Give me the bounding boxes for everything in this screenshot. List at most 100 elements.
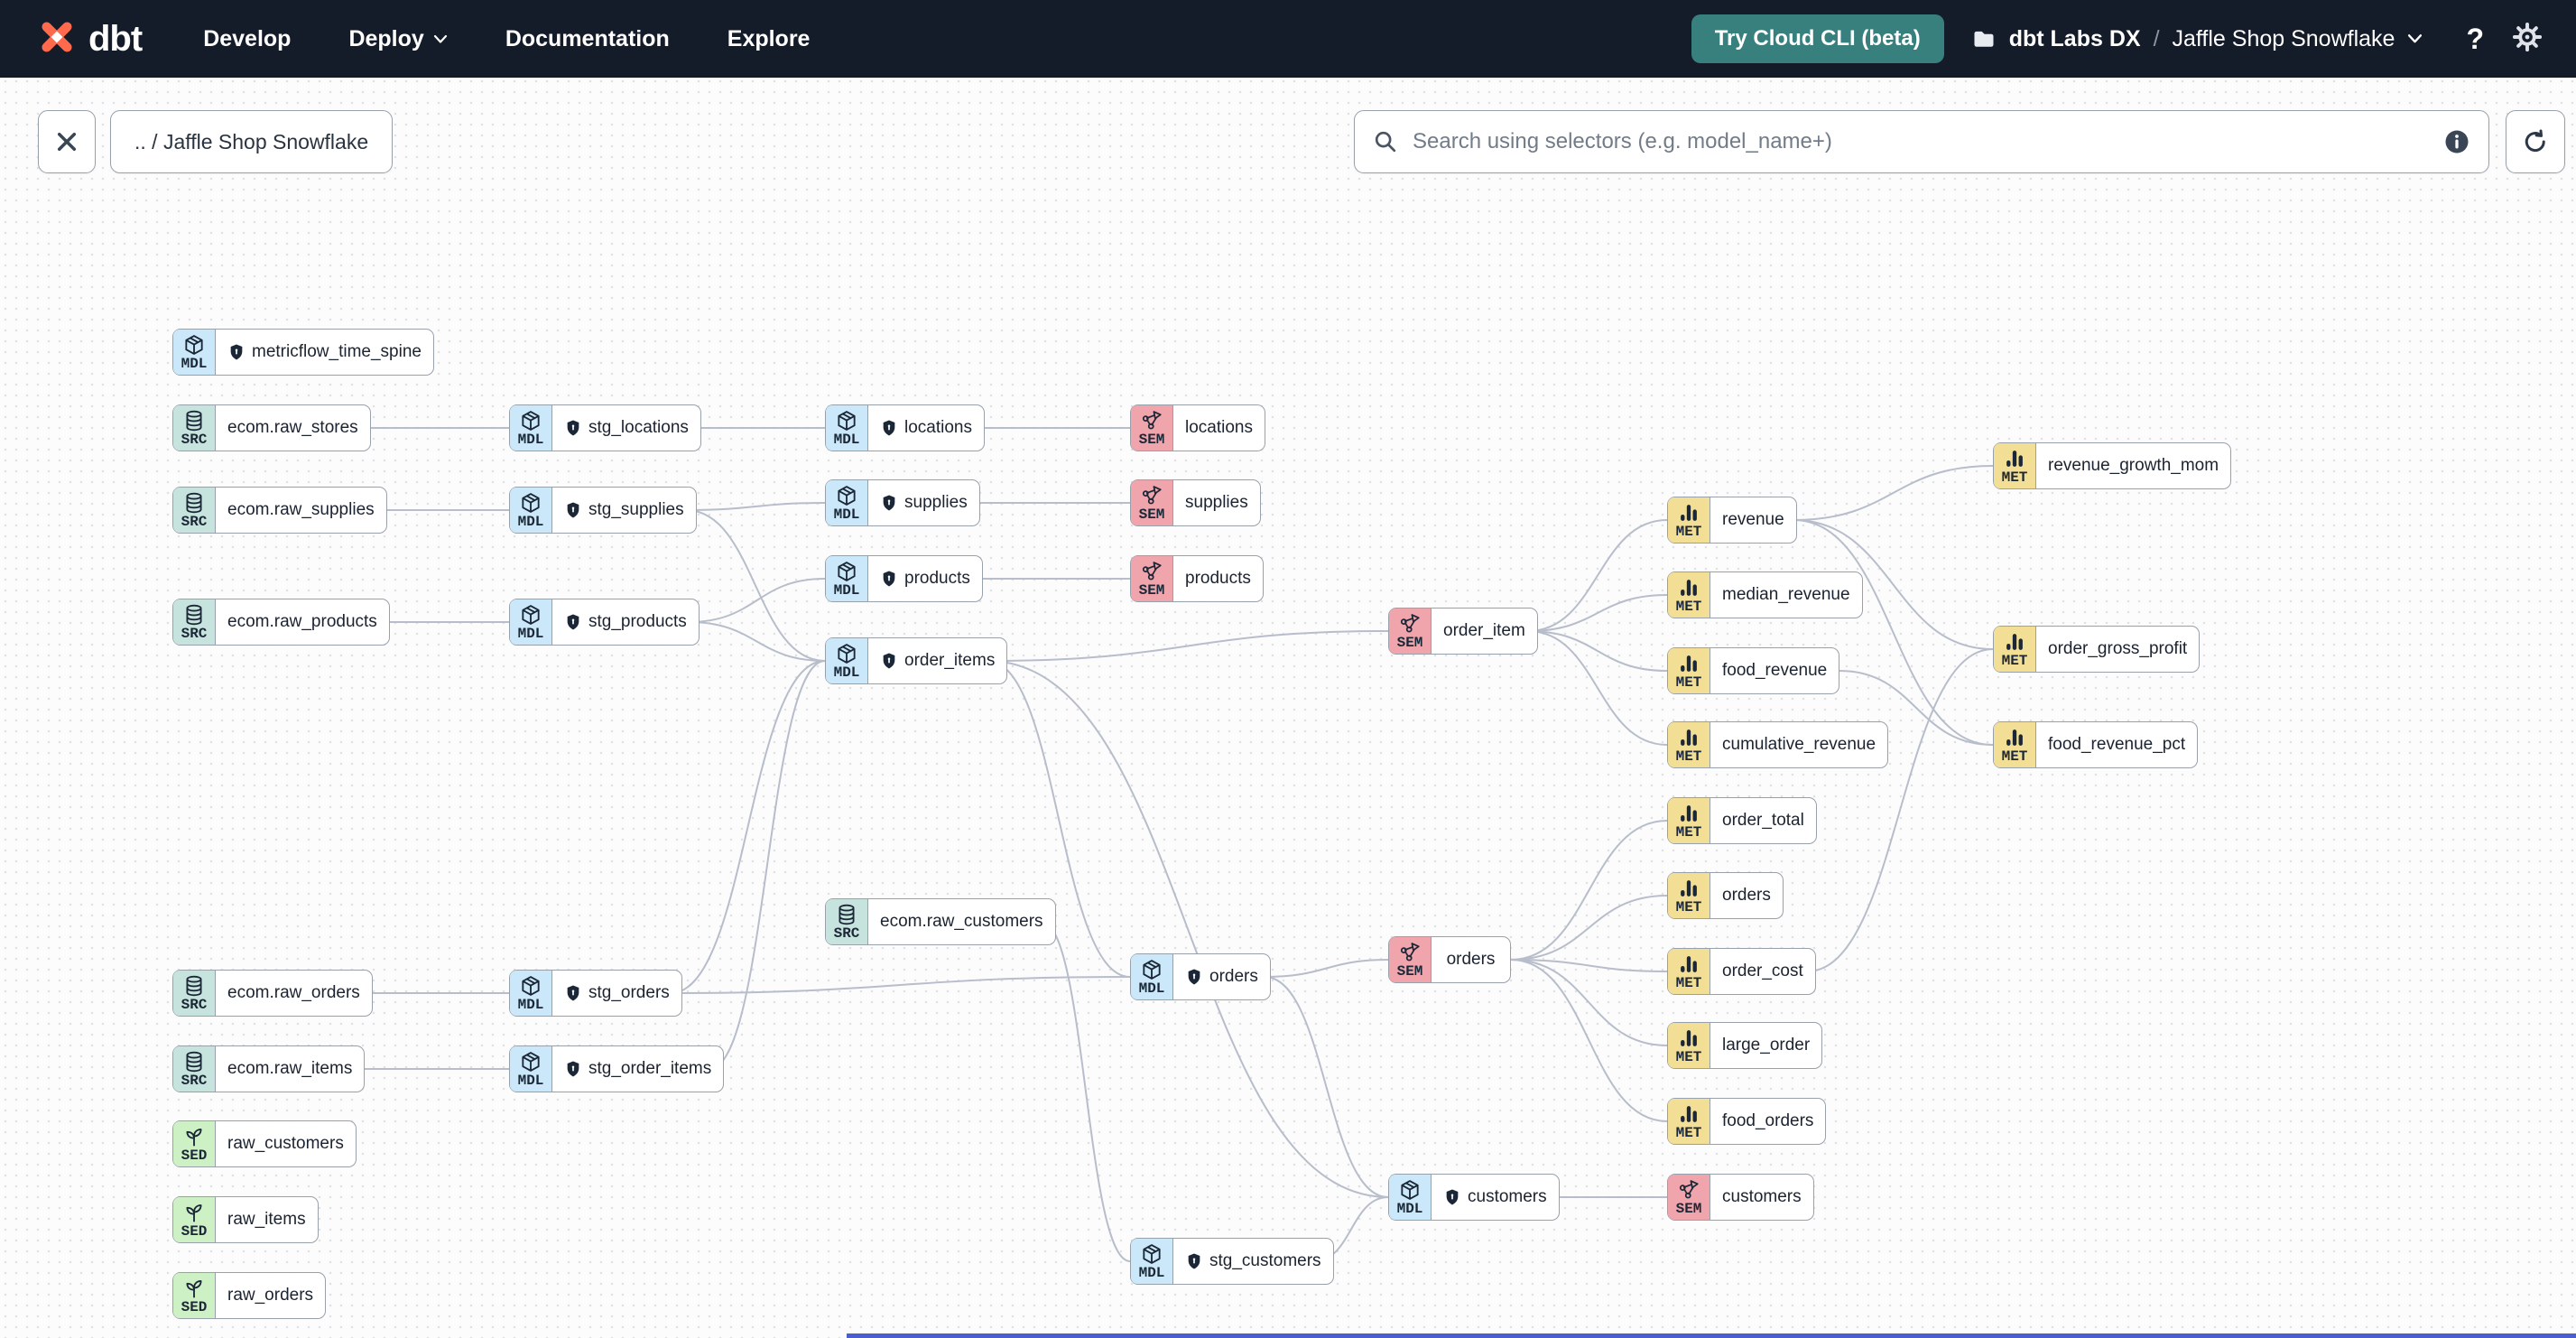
node-label: ecom.raw_customers	[880, 912, 1043, 931]
node-type-label: MDL	[833, 506, 860, 523]
graph-node-src_raw_orders[interactable]: SRC ecom.raw_orders	[172, 970, 373, 1017]
nav-documentation[interactable]: Documentation	[505, 25, 670, 51]
edge-sem_order_item-to-met_cumulative_revenue	[1527, 630, 1668, 746]
graph-node-met_orders[interactable]: MET orders	[1667, 872, 1784, 919]
dbt-logo[interactable]: dbt	[34, 14, 143, 64]
node-type-badge: MET	[1994, 443, 2036, 488]
node-label: ecom.raw_orders	[227, 983, 360, 1002]
node-type-badge: SRC	[173, 488, 216, 533]
metric-icon	[2003, 630, 2026, 654]
node-label: raw_orders	[227, 1286, 314, 1305]
node-body: median_revenue	[1710, 572, 1862, 618]
node-type-label: MET	[1675, 824, 1702, 841]
node-body: order_items	[868, 638, 1006, 683]
selector-search	[1354, 110, 2489, 173]
edge-mdl_order_items-to-sem_order_item	[987, 630, 1389, 662]
project-selector[interactable]: dbt Labs DX / Jaffle Shop Snowflake	[1971, 26, 2423, 52]
nav-develop[interactable]: Develop	[203, 25, 292, 51]
node-label: revenue	[1722, 510, 1784, 529]
node-label: supplies	[1185, 493, 1248, 512]
node-label: ecom.raw_supplies	[227, 500, 375, 519]
node-type-label: MET	[1675, 599, 1702, 615]
node-label: products	[904, 569, 970, 588]
node-body: orders	[1710, 873, 1783, 918]
node-type-label: SED	[181, 1299, 208, 1315]
node-body: stg_locations	[552, 405, 700, 451]
node-label: stg_products	[588, 612, 687, 631]
cube-icon	[1140, 958, 1163, 981]
node-type-badge: MET	[1668, 873, 1710, 918]
main-nav: Develop Deploy Documentation Explore	[203, 26, 810, 52]
node-type-badge: MET	[1668, 1099, 1710, 1144]
node-type-label: MDL	[517, 432, 544, 448]
refresh-button[interactable]	[2506, 110, 2565, 173]
graph-node-sem_orders[interactable]: SEM orders	[1388, 936, 1511, 983]
database-icon	[182, 1050, 206, 1073]
graph-node-src_raw_supplies[interactable]: SRC ecom.raw_supplies	[172, 487, 387, 534]
node-type-label: MDL	[517, 1073, 544, 1089]
semantic-model-icon	[1140, 484, 1163, 507]
node-type-badge: MDL	[826, 638, 868, 683]
breadcrumb[interactable]: .. / Jaffle Shop Snowflake	[110, 110, 394, 173]
node-type-label: MET	[1675, 899, 1702, 915]
nav-explore[interactable]: Explore	[727, 25, 811, 51]
edge-mdl_stg_orders-to-mdl_order_items	[670, 660, 826, 994]
shield-icon	[880, 570, 898, 588]
node-label: locations	[1185, 418, 1253, 437]
node-type-badge: SRC	[826, 899, 868, 944]
search-input[interactable]	[1411, 128, 2431, 155]
gear-icon[interactable]	[2511, 21, 2544, 58]
graph-node-src_raw_customers[interactable]: SRC ecom.raw_customers	[825, 898, 1056, 945]
node-type-label: SRC	[181, 997, 208, 1013]
graph-node-met_median_revenue[interactable]: MET median_revenue	[1667, 571, 1863, 618]
node-type-badge: SEM	[1389, 937, 1432, 982]
project-name: Jaffle Shop Snowflake	[2172, 25, 2395, 51]
edge-mdl_orders-to-sem_orders	[1264, 959, 1389, 978]
info-icon[interactable]	[2443, 128, 2470, 155]
node-body: ecom.raw_items	[216, 1046, 364, 1092]
chevron-down-icon	[2408, 34, 2423, 43]
cube-icon	[182, 333, 206, 357]
node-label: orders	[1446, 950, 1496, 969]
node-body: stg_products	[552, 599, 699, 645]
try-cloud-cli-button[interactable]: Try Cloud CLI (beta)	[1691, 14, 1944, 63]
graph-node-mdl_stg_locations[interactable]: MDL stg_locations	[509, 404, 701, 451]
nav-deploy[interactable]: Deploy	[348, 26, 447, 52]
graph-node-sed_raw_orders[interactable]: SED raw_orders	[172, 1272, 327, 1319]
help-icon[interactable]: ?	[2466, 22, 2484, 55]
close-lineage-button[interactable]	[38, 110, 96, 173]
